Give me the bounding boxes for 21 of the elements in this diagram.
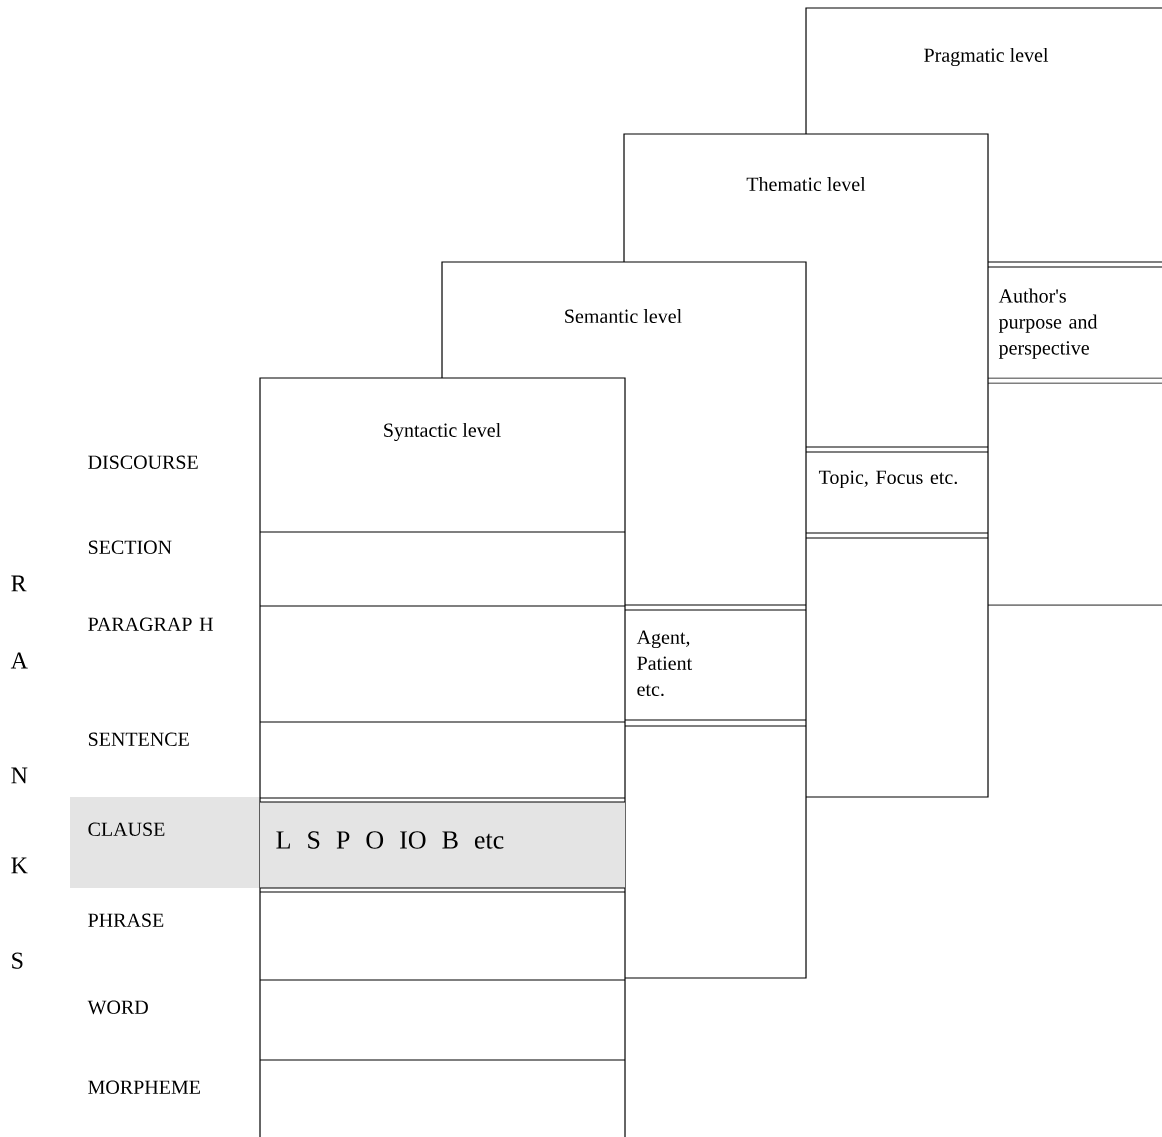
text-cell: Agent, Patient etc. [624,604,807,727]
axis-letter: S [12,952,23,969]
rank-label: SECTION [88,540,172,555]
rank-label: PARAGRAP H [88,617,213,632]
rank-label: SENTENCE [88,732,189,747]
rank-label: PHRASE [88,913,164,928]
rank-label: DISCOURSE [88,455,198,470]
axis-letter: R [11,575,27,592]
rank-label: MORPHEME [88,1080,200,1095]
rank-label: CLAUSE [88,822,165,837]
rank-label: WORD [87,1000,148,1015]
text-cell: Topic, Focus etc. [805,446,989,539]
level-panel: Thematic level [623,133,989,263]
level-panel: Pragmatic level [805,7,1162,135]
axis-letter: A [10,652,28,669]
axis-letter: K [11,857,28,874]
text-cell: L S P O IO B etc [259,797,626,893]
node-label: L S P O IO B etc [276,831,504,849]
axis-letter: N [11,767,28,784]
text-cell: Author's purpose and perspective [987,261,1162,384]
level-panel: Semantic level [441,261,807,379]
